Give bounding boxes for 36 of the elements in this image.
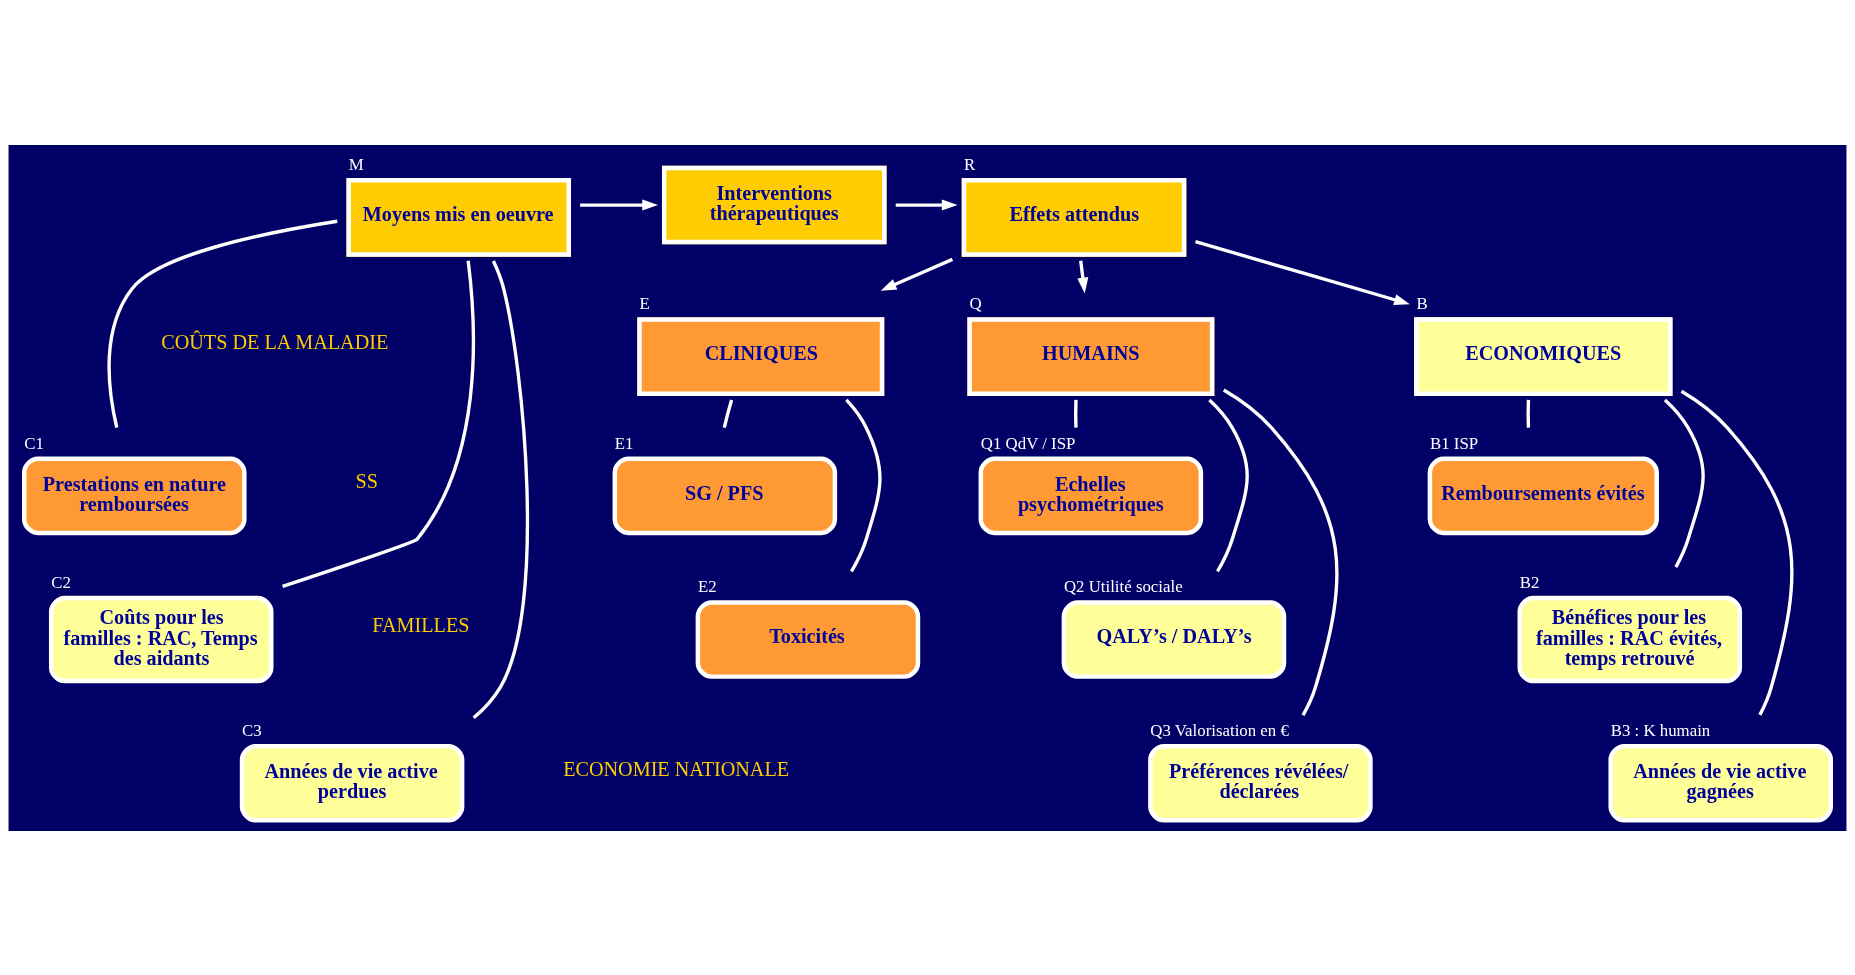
label: ECONOMIE NATIONALE bbox=[563, 757, 790, 780]
connector bbox=[107, 219, 338, 428]
node-label: B3 : K humain bbox=[1610, 720, 1711, 740]
arrow bbox=[1195, 239, 1410, 305]
node-label: E2 bbox=[697, 576, 717, 596]
connector bbox=[282, 260, 476, 588]
node-label: B1 ISP bbox=[1429, 433, 1479, 453]
node-label: B2 bbox=[1519, 572, 1540, 592]
label: COÛTS DE LA MALADIE bbox=[161, 330, 389, 353]
arrow bbox=[880, 257, 954, 291]
node-label: M bbox=[348, 154, 364, 174]
connector bbox=[1526, 399, 1531, 428]
connector bbox=[1663, 398, 1705, 568]
arrow bbox=[580, 199, 659, 211]
node-label: E bbox=[639, 293, 650, 313]
connector bbox=[722, 398, 734, 428]
node-label: R bbox=[963, 154, 976, 174]
connector bbox=[1680, 389, 1794, 716]
arrow bbox=[895, 199, 958, 211]
node-label: C3 bbox=[242, 720, 262, 740]
node-label: E1 bbox=[614, 433, 634, 453]
node-label: Q3 Valorisation en € bbox=[1150, 720, 1289, 740]
connector bbox=[845, 398, 882, 572]
connector bbox=[1208, 398, 1249, 572]
connector bbox=[1074, 399, 1078, 428]
node-label: Q2 Utilité sociale bbox=[1063, 576, 1183, 596]
node-label: Q1 QdV / ISP bbox=[980, 433, 1076, 453]
node-label: C1 bbox=[24, 433, 44, 453]
label: SS bbox=[355, 469, 378, 492]
node-label: B bbox=[1416, 293, 1428, 313]
label: FAMILLES bbox=[372, 613, 470, 636]
node-label: C2 bbox=[51, 572, 71, 592]
connector bbox=[1222, 388, 1339, 716]
node-label: Q bbox=[969, 293, 982, 313]
arrow bbox=[1077, 260, 1089, 293]
connector bbox=[472, 259, 530, 719]
